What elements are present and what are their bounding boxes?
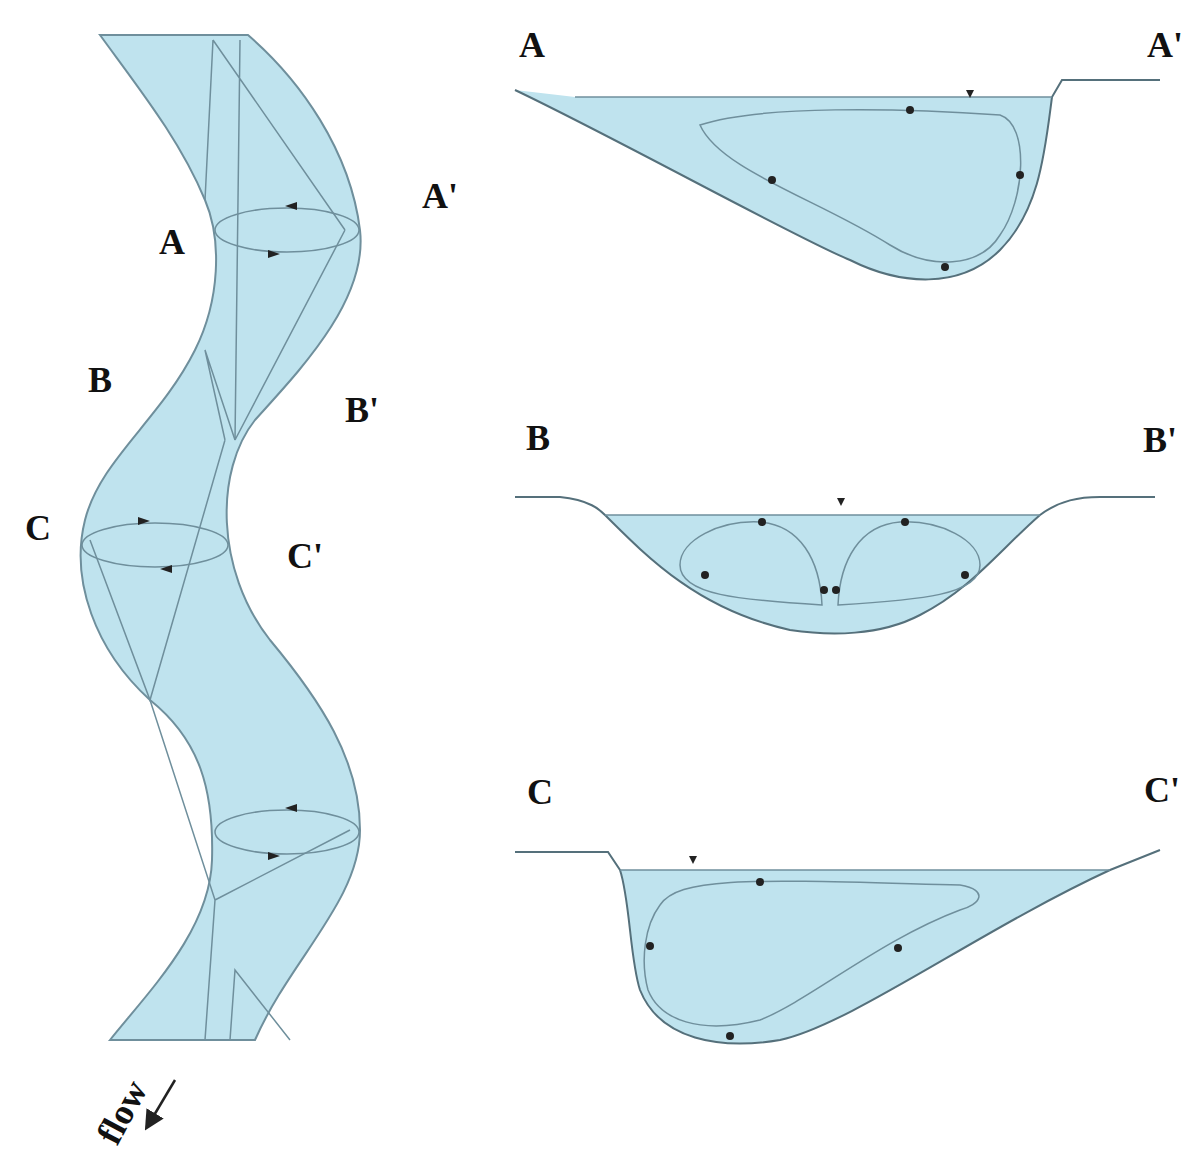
flow-marks [138,202,297,860]
flow-label: flow [91,1074,154,1149]
flow-arrow [150,1080,175,1122]
section-letter: B [526,420,550,456]
section-letter: A' [422,178,458,214]
section-letter: C' [1144,772,1180,808]
section-letter: A' [1147,27,1183,63]
thalweg-lines [82,40,359,1040]
section-letter: C [25,510,51,546]
section-c [515,850,1160,1043]
section-letter: B [88,362,112,398]
section-letter: B' [1143,422,1177,458]
section-letter: A [159,224,185,260]
section-b [515,497,1155,633]
section-letter: C' [287,538,323,574]
section-letter: C [527,774,553,810]
section-a [515,80,1160,279]
section-letter: B' [345,392,379,428]
river-plan [81,35,361,1040]
section-letter: A [519,27,545,63]
